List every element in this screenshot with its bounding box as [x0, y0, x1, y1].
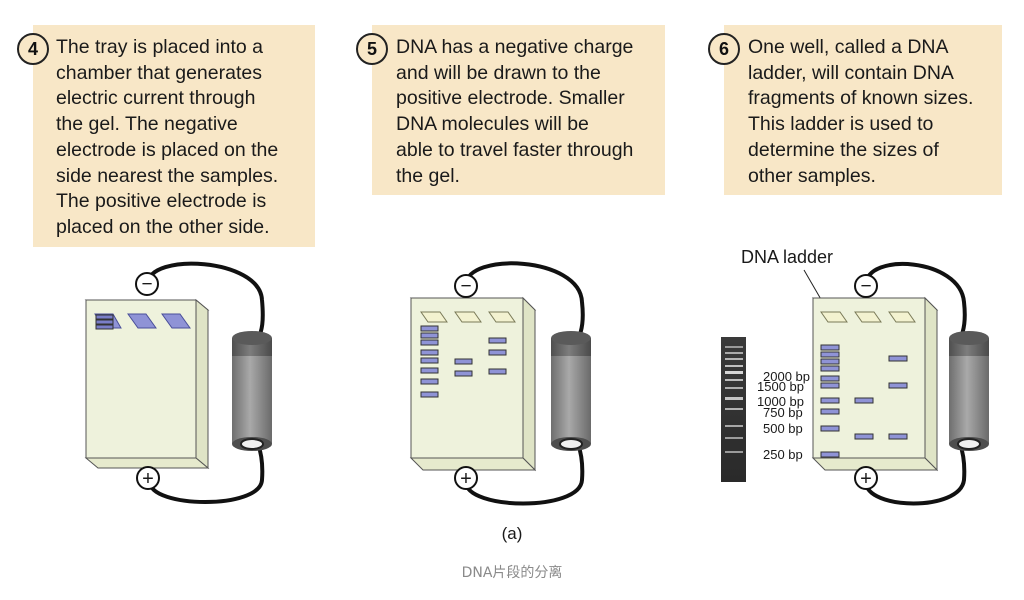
bp-label-1500: 1500 bp — [757, 379, 804, 394]
bp-label-1000: 1000 bp — [757, 394, 804, 409]
gel-tray — [811, 296, 939, 472]
power-supply — [949, 331, 989, 451]
step-5-text: DNA has a negative charge and will be dr… — [396, 36, 634, 187]
wire-positive — [464, 443, 585, 506]
negative-symbol: − — [460, 276, 471, 297]
gel-tray — [409, 296, 537, 472]
step-5-box — [372, 25, 665, 195]
sample-wells — [94, 313, 191, 330]
positive-electrode-icon: + — [136, 466, 160, 490]
negative-electrode-icon: − — [854, 274, 878, 298]
step-5-number-badge: 5 — [356, 33, 388, 65]
power-supply — [232, 331, 272, 451]
bp-label-750: 750 bp — [763, 405, 803, 420]
empty-wells — [420, 311, 516, 323]
gel-slab — [410, 297, 524, 459]
power-supply — [551, 331, 591, 451]
bp-label-2000: 2000 bp — [763, 369, 810, 384]
figure-caption: DNA片段的分离 — [461, 565, 563, 581]
positive-symbol: + — [142, 468, 154, 490]
negative-electrode-icon: − — [454, 274, 478, 298]
step-4-box — [33, 25, 315, 247]
panel-1: − + — [84, 261, 272, 504]
panel-2: − + — [409, 261, 591, 506]
positive-electrode-icon: + — [454, 466, 478, 490]
empty-wells — [820, 311, 916, 323]
step-6-box — [724, 25, 1002, 195]
dna-bands — [820, 344, 908, 458]
positive-electrode-icon: + — [854, 466, 878, 490]
bp-scale-labels: 2000 bp 1500 bp 1000 bp 750 bp 500 bp 25… — [757, 369, 810, 462]
dna-ladder-label: DNA ladder — [741, 247, 833, 267]
wire-positive — [864, 443, 967, 506]
positive-symbol: + — [860, 468, 872, 490]
step-4-number-badge: 4 — [17, 33, 49, 65]
step-4-text: The tray is placed into a chamber that g… — [56, 36, 279, 238]
step-6-text: One well, called a DNA ladder, will cont… — [748, 36, 974, 187]
wire-positive — [148, 443, 265, 504]
negative-electrode-icon: − — [135, 272, 159, 296]
dna-bands — [420, 325, 507, 398]
wire-negative — [464, 261, 585, 341]
wire-negative — [864, 261, 967, 341]
step-6-number-badge: 6 — [708, 33, 740, 65]
bp-label-250: 250 bp — [763, 447, 803, 462]
panel-3: DNA ladder — [721, 247, 989, 506]
bp-label-500: 500 bp — [763, 421, 803, 436]
negative-symbol: − — [860, 276, 871, 297]
positive-symbol: + — [460, 468, 472, 490]
ladder-gel-photo — [721, 337, 746, 482]
wire-negative — [146, 261, 265, 341]
negative-symbol: − — [141, 274, 152, 295]
figure-subcaption: (a) — [501, 524, 523, 543]
